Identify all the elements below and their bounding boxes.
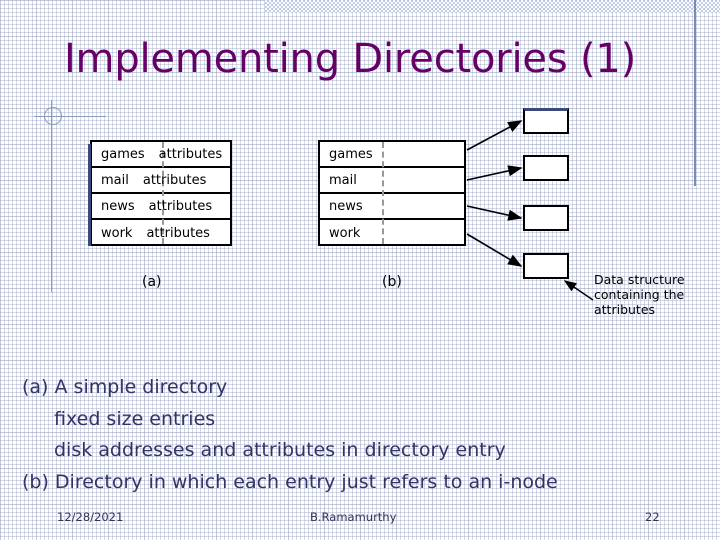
caption-line: Data structure — [594, 272, 685, 287]
figure-label-a: (a) — [142, 274, 162, 290]
entry-attributes: attributes — [148, 198, 213, 214]
directory-table-a: games attributes mail attributes news at… — [88, 140, 232, 246]
entry-name: work — [101, 225, 133, 241]
entry-attributes: attributes — [142, 172, 207, 188]
decorative-horizontal-rule — [34, 116, 106, 117]
entry-name: work — [329, 225, 361, 241]
figure-label-b: (b) — [382, 274, 402, 290]
entry-name: mail — [101, 172, 129, 188]
entry-name: games — [101, 146, 145, 162]
page-title: Implementing Directories (1) — [63, 36, 637, 82]
table-row: games attributes — [92, 142, 230, 168]
body-line: (b) Directory in which each entry just r… — [22, 470, 558, 493]
entry-name: news — [329, 198, 363, 214]
entry-name: news — [101, 198, 135, 214]
caption-line: containing the — [594, 287, 685, 302]
inode-box — [523, 108, 569, 134]
decorative-vertical-rule-right — [694, 0, 696, 186]
body-line: (a) A simple directory — [22, 376, 228, 398]
table-row: news — [320, 194, 464, 220]
table-a-column-separator — [162, 142, 164, 244]
footer-page-number: 22 — [645, 510, 660, 524]
table-row: news attributes — [92, 194, 230, 220]
body-line: fixed size entries — [54, 407, 216, 430]
entry-attributes: attributes — [146, 225, 210, 241]
caption-line: attributes — [594, 302, 656, 317]
decorative-vertical-rule-left — [51, 100, 52, 292]
inode-box — [523, 205, 569, 231]
data-structure-caption: Data structure containing the attributes — [594, 272, 704, 317]
entry-name: games — [329, 146, 373, 162]
entry-attributes: attributes — [158, 146, 223, 162]
inode-box — [523, 253, 569, 279]
table-row: mail — [320, 168, 464, 194]
footer-author: B.Ramamurthy — [310, 510, 397, 524]
table-row: games — [320, 142, 464, 168]
top-decorative-band — [265, 0, 720, 13]
table-b-column-separator — [382, 142, 384, 244]
directory-table-b: games mail news work — [318, 140, 466, 246]
footer-date: 12/28/2021 — [57, 510, 124, 524]
inode-box — [523, 155, 569, 181]
table-row: work — [320, 220, 464, 246]
table-row: work attributes — [92, 220, 230, 246]
table-row: mail attributes — [92, 168, 230, 194]
body-line: disk addresses and attributes in directo… — [54, 439, 506, 461]
body-text-block: (a) A simple directory fixed size entrie… — [22, 372, 682, 498]
entry-name: mail — [329, 172, 357, 188]
